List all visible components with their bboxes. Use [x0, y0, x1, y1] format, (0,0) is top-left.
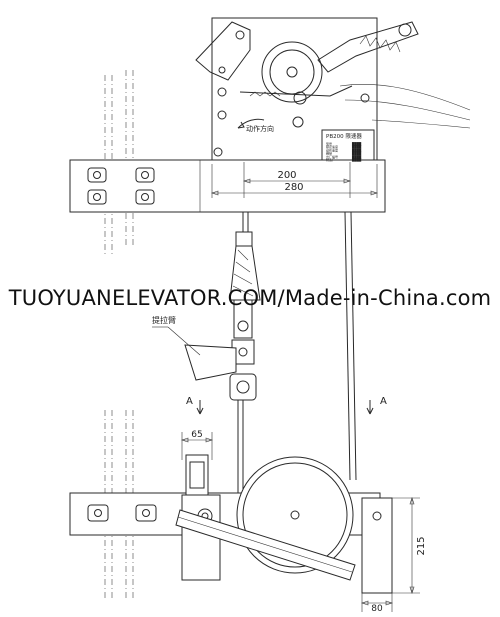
dim-215: 215: [416, 536, 427, 555]
dim-65-group: 65: [181, 430, 213, 460]
lift-arm-label: 提拉臂: [152, 315, 176, 325]
rotation-direction-label: 动作方向: [246, 124, 274, 133]
dim-200: 200: [277, 170, 296, 181]
dim-80: 80: [371, 604, 383, 612]
dim-215-group: 215: [392, 497, 427, 594]
nameplate-row-value: ████: [351, 148, 362, 152]
lift-arm: 提拉臂: [152, 315, 237, 381]
section-mark-right: A: [380, 396, 387, 407]
nameplate-row-label: 出厂编号: [326, 154, 338, 159]
nameplate-row-value: ████: [351, 145, 362, 149]
nameplate-row-label: 动作速度: [326, 147, 338, 152]
section-marks: A A: [186, 396, 387, 415]
upper-mounting-plate: [69, 159, 386, 213]
nameplate-row-value: ████: [351, 155, 362, 159]
section-mark-left: A: [186, 396, 193, 407]
dim-280: 280: [284, 182, 303, 193]
rotation-arrow: [237, 118, 265, 129]
nameplate-title: PB200 限速器: [326, 132, 362, 140]
governor-rope: [237, 211, 357, 505]
watermark: TUOYUANELEVATOR.COM/Made-in-China.com: [8, 286, 492, 310]
nameplate-row-label: 绳径: [326, 151, 332, 156]
nameplate-row-value: ████: [351, 142, 362, 146]
upper-bolt-slots: [87, 167, 155, 205]
nameplate-row-label: 型号: [326, 141, 332, 146]
dim-65: 65: [191, 430, 202, 440]
spring-assembly: [317, 21, 419, 73]
rope-tail-assembly: [229, 231, 261, 401]
nameplate-row-value: ████: [351, 152, 362, 156]
right-bracket: [361, 497, 393, 594]
tension-arm: [175, 509, 356, 581]
dim-80-group: 80: [361, 593, 393, 614]
nameplate-row-label: 制造厂: [326, 157, 335, 162]
governor-sheave: [261, 41, 323, 103]
governor-body: 动作方向 PB200 限速器 型号████额定速度████动作速度████绳径█…: [195, 17, 471, 162]
nameplate: PB200 限速器 型号████额定速度████动作速度████绳径████出厂…: [321, 129, 375, 162]
top-dimensions: 200 280: [211, 162, 378, 198]
tension-device: [69, 454, 393, 594]
nameplate-row-label: 额定速度: [326, 144, 338, 149]
nameplate-row-value: ████: [351, 158, 362, 162]
